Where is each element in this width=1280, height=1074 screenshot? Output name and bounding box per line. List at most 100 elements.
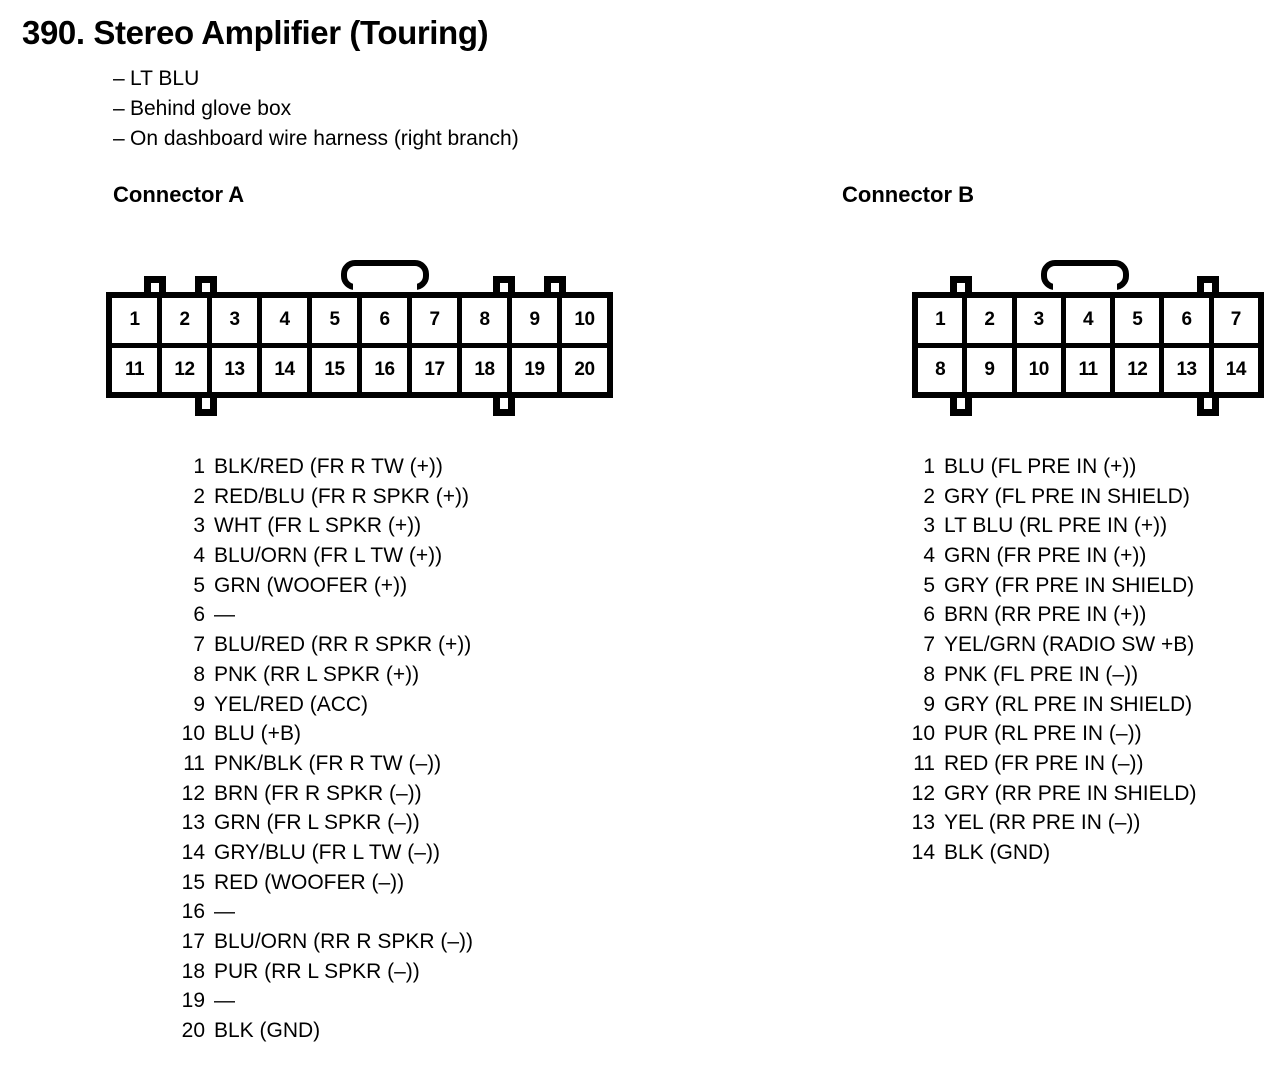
pin-list-number: 16: [181, 900, 205, 924]
pin-list-number: 5: [193, 573, 205, 597]
pin-list-description: LT BLU (RL PRE IN (+)): [944, 514, 1168, 538]
pin-list-description: GRN (WOOFER (+)): [214, 573, 408, 597]
pin-list-number: 12: [181, 781, 205, 805]
pin-list-number: 1: [193, 455, 205, 478]
note-dash: –: [113, 127, 125, 150]
pin-cell: 11: [112, 347, 162, 392]
pin-list-number: 13: [911, 811, 935, 835]
pin-cell: 19: [512, 347, 562, 392]
pin-cell: 10: [1017, 347, 1066, 392]
connector-b-pin-row-top: 1 2 3 4 5 6 7: [918, 298, 1258, 348]
pin-cell: 12: [162, 347, 212, 392]
pin-cell: 12: [1115, 347, 1165, 392]
pin-list-number: 2: [193, 484, 205, 508]
pin-list-description: GRY (RR PRE IN SHIELD): [944, 781, 1197, 805]
pin-list-item: 19 —: [178, 989, 473, 1019]
pin-list-description: GRN (FR PRE IN (+)): [944, 544, 1147, 568]
pin-cell: 5: [312, 298, 362, 343]
pin-list-description: RED (FR PRE IN (–)): [944, 751, 1144, 775]
connector-a-housing: 1 2 3 4 5 6 7 8 9 10 11 12 13 14 15 16 1…: [106, 292, 613, 398]
pin-list-item: 16 —: [178, 900, 473, 930]
page-title: 390. Stereo Amplifier (Touring): [22, 14, 489, 51]
pin-list-number: 7: [193, 633, 205, 657]
pin-cell: 7: [412, 298, 462, 343]
pin-list-item: 8 PNK (RR L SPKR (+)): [178, 663, 473, 693]
pin-cell: 4: [262, 298, 312, 343]
pin-list-description: GRY (FL PRE IN SHIELD): [944, 484, 1190, 508]
pin-list-number: 7: [923, 633, 935, 657]
pin-list-description: RED (WOOFER (–)): [214, 870, 405, 894]
connector-a-tab-bottom-1: [195, 394, 217, 416]
pin-list-number: 3: [193, 514, 205, 538]
pin-cell: 3: [212, 298, 262, 343]
pin-list-item: 9 YEL/RED (ACC): [178, 693, 473, 723]
pin-cell: 14: [1225, 358, 1247, 380]
pin-list-description: BLU (+B): [214, 722, 301, 746]
connector-b-tab-bottom-2: [1197, 394, 1219, 416]
pin-list-item: 7 YEL/GRN (RADIO SW +B): [908, 633, 1196, 663]
pin-list-description: BLU/ORN (RR R SPKR (–)): [214, 930, 474, 953]
pin-list-description: BRN (RR PRE IN (+)): [944, 603, 1147, 627]
pin-list-item: 14 GRY/BLU (FR L TW (–)): [178, 841, 473, 871]
pin-list-description: BLK/RED (FR R TW (+)): [214, 455, 443, 478]
pin-list-number: 12: [911, 781, 935, 805]
pin-list-description: YEL/GRN (RADIO SW +B): [944, 633, 1195, 657]
pin-list-item: 12 GRY (RR PRE IN SHIELD): [908, 781, 1197, 812]
pin-list-number: 13: [181, 811, 205, 835]
connector-a-latch-neck: [353, 278, 417, 296]
pin-list-item: 15 RED (WOOFER (–)): [178, 871, 473, 901]
pin-cell: 1: [918, 298, 968, 343]
pin-cell: 15: [312, 347, 362, 392]
note-line: –LT BLU: [113, 64, 519, 94]
pin-list-item: 6—: [178, 603, 473, 633]
pin-cell: 13: [212, 347, 262, 392]
pin-list-item: 12 BRN (FR R SPKR (–)): [178, 782, 473, 812]
pin-list-item: 1 BLK/RED (FR R TW (+)): [178, 455, 473, 485]
pin-list-number: 15: [181, 870, 205, 894]
pin-list-description: YEL/RED (ACC): [214, 692, 369, 716]
pin-cell: 5: [1115, 298, 1165, 343]
pin-list-description: GRY (FR PRE IN SHIELD): [944, 573, 1195, 597]
pin-list-number: 14: [181, 840, 205, 864]
note-dash: –: [113, 67, 125, 90]
pin-list-number: 8: [923, 662, 935, 686]
pin-list-number: 9: [193, 692, 205, 716]
pin-list-number: 14: [911, 840, 935, 864]
connector-b-tab-bottom-1: [950, 394, 972, 416]
pin-list-description: GRY/BLU (FR L TW (–)): [214, 840, 440, 864]
pin-list-description: PNK (RR L SPKR (+)): [214, 662, 420, 686]
pin-list-number: 11: [183, 751, 205, 775]
pin-list-description: —: [214, 900, 235, 924]
pin-list-description: GRN (FR L SPKR (–)): [214, 811, 420, 835]
pin-list-description: —: [214, 989, 235, 1013]
pin-cell: 16: [362, 347, 412, 392]
pin-list-item: 3 WHT (FR L SPKR (+)): [178, 514, 473, 544]
pin-list-description: BRN (FR R SPKR (–)): [214, 781, 422, 805]
pin-cell: 14: [262, 347, 312, 392]
pin-cell: 10: [574, 309, 595, 331]
pin-list-number: 8: [193, 662, 205, 686]
note-text: Behind glove box: [130, 97, 292, 120]
pin-cell: 11: [1066, 347, 1116, 392]
pin-list-description: WHT (FR L SPKR (+)): [214, 514, 422, 538]
pin-list-number: 19: [181, 989, 205, 1013]
pin-cell: 7: [1230, 309, 1242, 331]
pin-list-description: BLU (FL PRE IN (+)): [944, 455, 1137, 478]
pin-cell: 6: [1164, 298, 1214, 343]
